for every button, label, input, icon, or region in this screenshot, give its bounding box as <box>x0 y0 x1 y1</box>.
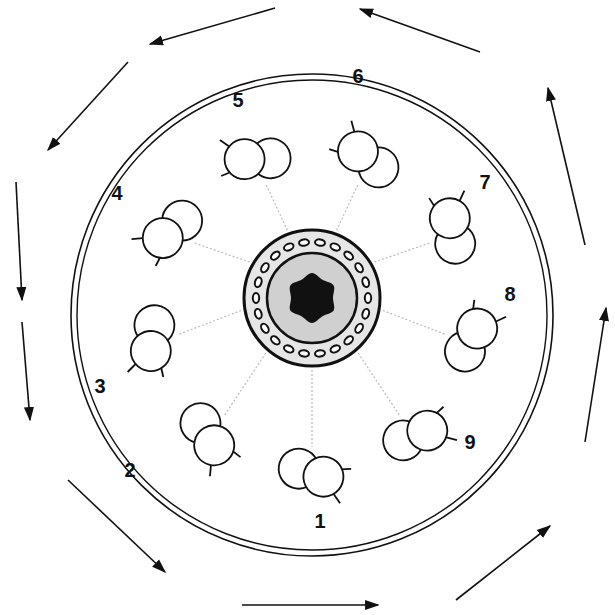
microtubule-doublet <box>438 298 506 379</box>
sheath-bead <box>299 350 310 358</box>
sheath-bead <box>315 239 326 247</box>
central-pair <box>290 273 335 323</box>
sheath-bead <box>315 350 326 358</box>
radial-spoke <box>337 183 359 230</box>
callout-number: 9 <box>462 431 477 453</box>
sheath-bead <box>254 308 263 319</box>
sheath-bead <box>253 293 259 303</box>
sheath-bead <box>361 308 370 319</box>
central-sheath <box>244 230 380 366</box>
sheath-bead <box>259 322 270 334</box>
microtubule-doublet <box>377 403 457 466</box>
microtubule-doublet <box>273 443 352 503</box>
microtubule-doublet <box>327 121 407 196</box>
a-tubule <box>298 452 348 502</box>
microtubule-doublet <box>425 191 479 268</box>
sheath-bead <box>259 262 270 274</box>
flow-arrow <box>16 182 22 300</box>
callout-number: 5 <box>230 89 245 111</box>
sheath-bead <box>283 242 295 252</box>
microtubule-doublet <box>173 396 244 477</box>
callout-number: 1 <box>312 510 327 532</box>
membrane-outer <box>71 74 553 556</box>
membrane-inner <box>77 80 547 550</box>
radial-spokes <box>178 183 446 447</box>
sheath-bead <box>329 242 341 252</box>
flow-arrow <box>150 8 275 44</box>
sheath-inner <box>267 253 357 343</box>
flow-arrow <box>548 88 585 245</box>
microtubule-doublet <box>128 303 177 378</box>
microtubule-doublet <box>132 192 211 269</box>
flow-arrow <box>585 308 606 442</box>
flow-arrow <box>360 9 480 52</box>
sheath-bead <box>343 250 355 261</box>
radial-spoke <box>225 353 266 415</box>
sheath-bead <box>329 344 341 354</box>
callout-number: 2 <box>122 459 137 481</box>
a-tubule <box>401 405 453 457</box>
flow-arrows <box>16 8 606 605</box>
flow-arrow <box>456 526 550 600</box>
sheath-bead <box>269 335 281 346</box>
radial-spoke <box>265 183 287 230</box>
a-tubule <box>426 195 473 242</box>
a-tubule <box>450 301 504 355</box>
callout-number: 8 <box>502 283 517 305</box>
callout-number: 6 <box>350 65 365 87</box>
sheath-bead <box>299 239 310 247</box>
sheath-bead <box>365 293 371 303</box>
radial-spoke <box>194 243 249 262</box>
doublets <box>128 121 506 503</box>
sheath-bead <box>254 277 263 288</box>
sheath-bead <box>354 262 365 274</box>
radial-spoke <box>358 353 399 415</box>
a-tubule <box>128 328 173 373</box>
sheath-bead <box>361 277 370 288</box>
a-tubule <box>187 418 242 473</box>
radial-spoke <box>374 243 429 262</box>
sheath-bead <box>269 250 281 261</box>
radial-spoke <box>178 311 241 335</box>
microtubule-doublet <box>220 138 291 180</box>
sheath-bead <box>283 344 295 354</box>
a-tubule <box>135 210 191 266</box>
flow-arrow <box>242 604 378 606</box>
sheath-bead <box>343 335 355 346</box>
flow-arrow <box>48 62 128 150</box>
sheath-bead <box>354 322 365 334</box>
radial-spoke <box>383 311 446 335</box>
radial-spoke <box>311 370 312 447</box>
a-tubule <box>224 139 265 180</box>
callout-number: 3 <box>92 375 107 397</box>
callout-number: 4 <box>109 182 124 204</box>
callout-number: 7 <box>477 171 492 193</box>
a-tubule <box>330 123 386 179</box>
sheath-ring <box>244 230 380 366</box>
flow-arrow <box>22 322 30 420</box>
